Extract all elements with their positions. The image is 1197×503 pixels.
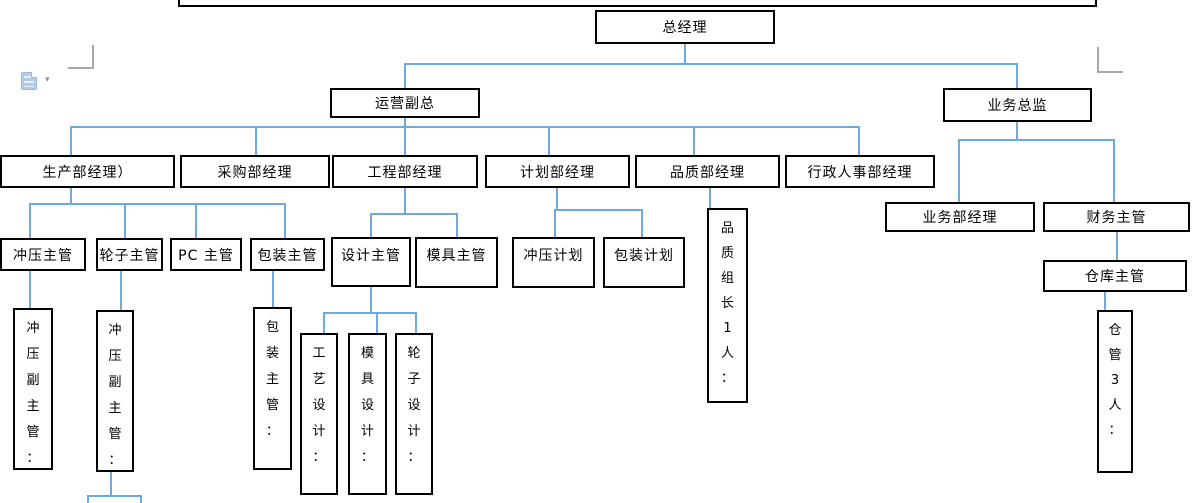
org-node-purchasing-manager[interactable]: 采购部经理	[180, 155, 330, 188]
org-node-business-dept-manager[interactable]: 业务部经理	[885, 202, 1035, 232]
org-node-packaging-supervisor-v[interactable]: 包 装 主 管 ：	[253, 307, 292, 470]
connector-line	[124, 204, 126, 238]
org-node-production-manager[interactable]: 生产部经理）	[0, 155, 175, 188]
crop-mark-top-right	[1097, 47, 1099, 72]
connector-line	[554, 210, 556, 237]
connector-line	[87, 495, 142, 497]
org-node-design-supervisor[interactable]: 设计主管	[331, 237, 411, 287]
connector-line	[404, 64, 406, 88]
crop-mark-top-left	[68, 67, 94, 69]
org-node-wheel-supervisor[interactable]: 轮子主管	[96, 238, 163, 271]
org-node-operations-vp[interactable]: 运营副总	[330, 88, 480, 118]
connector-line	[370, 287, 372, 313]
connector-line	[70, 188, 72, 204]
org-node-warehouse-staff[interactable]: 仓 管 3 人 ：	[1097, 310, 1133, 473]
org-node-engineering-manager[interactable]: 工程部经理	[332, 155, 478, 188]
connector-line	[958, 140, 960, 202]
connector-line	[556, 188, 558, 210]
connector-line	[370, 213, 458, 215]
connector-line	[404, 188, 406, 214]
connector-line	[709, 188, 711, 208]
connector-line	[120, 271, 122, 310]
connector-line	[404, 127, 406, 155]
connector-line	[684, 44, 686, 64]
org-node-packaging-supervisor[interactable]: 包装主管	[250, 238, 325, 271]
org-node-finance-supervisor[interactable]: 财务主管	[1043, 202, 1190, 232]
org-node-quality-manager[interactable]: 品质部经理	[635, 155, 780, 188]
org-node-warehouse-supervisor[interactable]: 仓库主管	[1043, 260, 1187, 292]
connector-line	[195, 204, 197, 238]
org-node-top-partial[interactable]	[178, 0, 1097, 7]
org-node-stamping-planning[interactable]: 冲压计划	[512, 237, 595, 288]
connector-line	[29, 203, 286, 205]
org-node-mold-design[interactable]: 模 具 设 计 ：	[348, 333, 387, 495]
org-node-packaging-planning[interactable]: 包装计划	[603, 237, 685, 288]
connector-line	[858, 127, 860, 155]
org-node-wheel-design[interactable]: 轮 子 设 计 ：	[395, 333, 433, 495]
connector-line	[548, 127, 550, 155]
connector-line	[1104, 292, 1106, 310]
crop-mark-top-left	[92, 45, 94, 68]
connector-line	[456, 214, 458, 237]
org-node-pc-supervisor[interactable]: PC 主管	[170, 238, 242, 271]
org-node-stamping-deputy-1[interactable]: 冲 压 副 主 管 ：	[13, 308, 53, 470]
chevron-down-icon: ▾	[45, 75, 50, 85]
org-node-general-manager[interactable]: 总经理	[595, 10, 775, 44]
connector-line	[87, 496, 89, 503]
connector-line	[376, 313, 378, 333]
org-node-mold-supervisor[interactable]: 模具主管	[415, 237, 498, 288]
org-node-craft-design[interactable]: 工 艺 设 计 ：	[300, 333, 338, 495]
connector-line	[1113, 140, 1115, 202]
connector-line	[641, 210, 643, 237]
org-node-quality-group-leader[interactable]: 品 质 组 长 1 人 ：	[707, 208, 748, 403]
connector-line	[272, 271, 274, 307]
org-node-stamping-supervisor[interactable]: 冲压主管	[0, 238, 86, 271]
connector-line	[323, 312, 417, 314]
connector-line	[693, 127, 695, 155]
org-node-planning-manager[interactable]: 计划部经理	[485, 155, 630, 188]
connector-line	[1016, 122, 1018, 140]
paste-document-icon	[21, 72, 37, 90]
connector-line	[29, 271, 31, 308]
connector-line	[140, 496, 142, 503]
connector-line	[323, 313, 325, 333]
paste-options-button[interactable]: ▾	[21, 71, 61, 93]
connector-line	[110, 472, 112, 497]
connector-line	[255, 127, 257, 155]
connector-line	[29, 204, 31, 238]
connector-line	[1116, 232, 1118, 260]
org-node-business-director[interactable]: 业务总监	[943, 88, 1092, 122]
connector-line	[70, 126, 860, 128]
connector-line	[404, 63, 1018, 65]
crop-mark-top-right	[1097, 71, 1123, 73]
connector-line	[284, 204, 286, 238]
connector-line	[415, 313, 417, 333]
connector-line	[958, 139, 1115, 141]
connector-line	[404, 118, 406, 127]
connector-line	[1016, 64, 1018, 88]
org-node-stamping-deputy-2[interactable]: 冲 压 副 主 管 ：	[96, 310, 134, 472]
connector-line	[70, 127, 72, 155]
connector-line	[370, 214, 372, 237]
org-node-admin-hr-manager[interactable]: 行政人事部经理	[785, 155, 935, 188]
connector-line	[554, 209, 643, 211]
